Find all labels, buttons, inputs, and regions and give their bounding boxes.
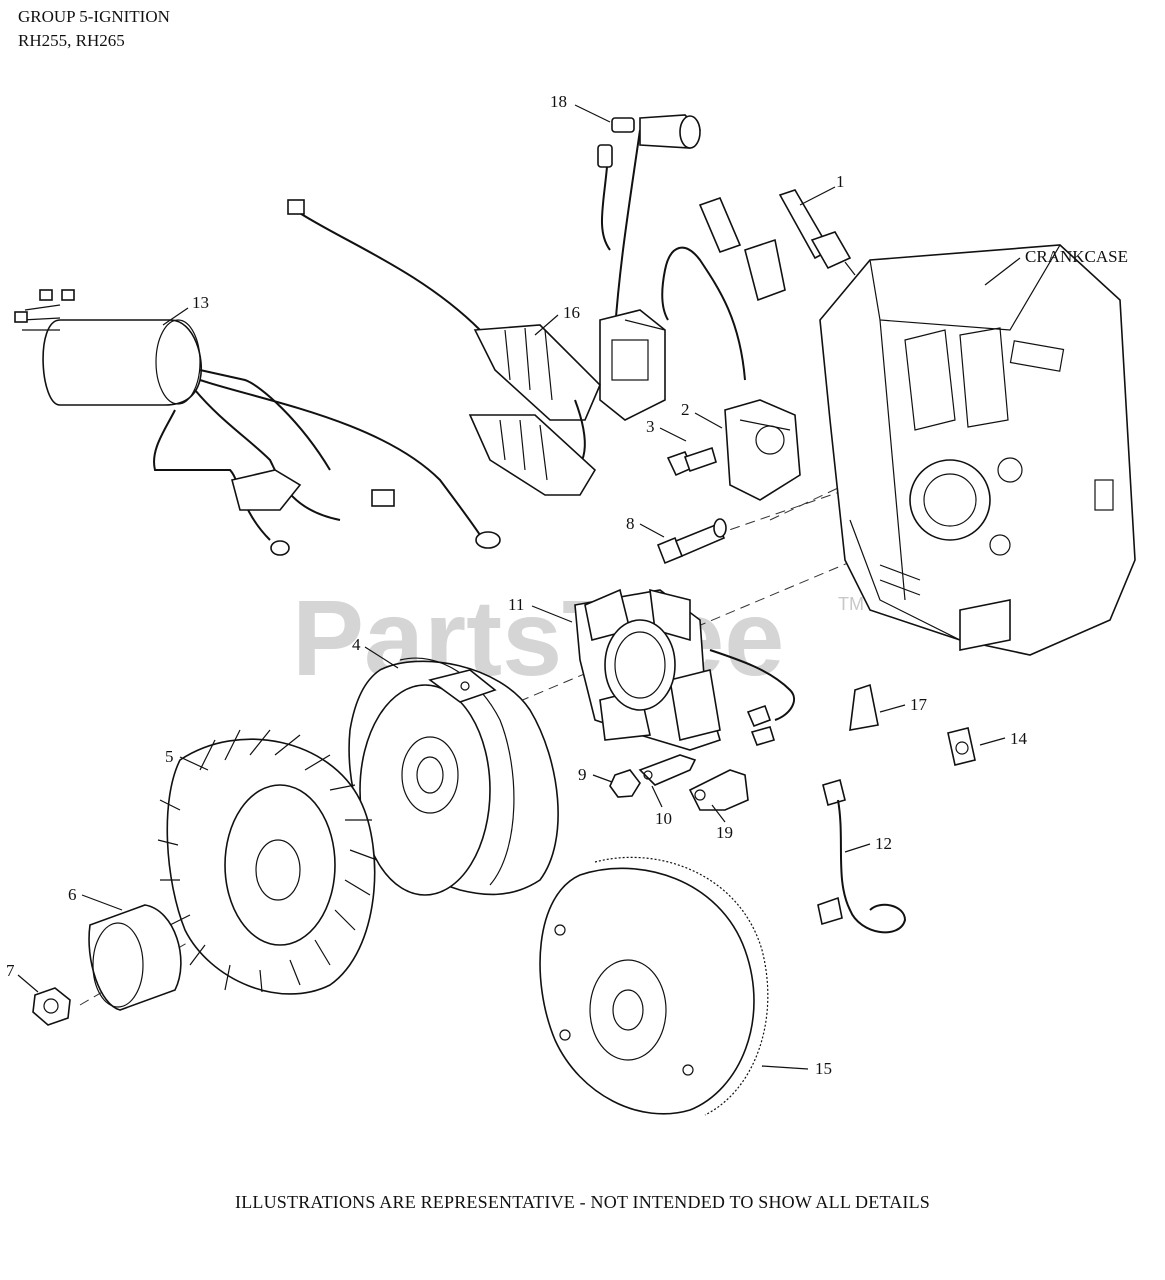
callout-7: 7 xyxy=(6,961,15,980)
callout-15: 15 xyxy=(815,1059,832,1078)
bolt-8-part xyxy=(656,518,727,565)
callout-9: 9 xyxy=(578,765,587,784)
callout-5: 5 xyxy=(165,747,174,766)
callout-1: 1 xyxy=(836,172,845,191)
callout-8: 8 xyxy=(626,514,635,533)
nut-9-part xyxy=(609,769,641,798)
callout-18: 18 xyxy=(550,92,567,111)
bolt-3-part xyxy=(666,446,717,477)
callout-13: 13 xyxy=(192,293,209,312)
callout-4: 4 xyxy=(352,635,361,654)
callout-3: 3 xyxy=(646,417,655,436)
spark-plug-part xyxy=(778,189,856,276)
callout-14: 14 xyxy=(1010,729,1028,748)
crankcase-part xyxy=(819,244,1136,656)
clip-14-part xyxy=(947,727,976,766)
bracket-10-part xyxy=(638,754,697,786)
callout-16: 16 xyxy=(563,303,580,322)
alignment-line xyxy=(699,484,861,541)
bracket-19-part xyxy=(688,769,749,811)
harness-12-part xyxy=(817,778,907,934)
charging-coils-16-part xyxy=(287,199,601,496)
callout-2: 2 xyxy=(681,400,690,419)
alignment-line xyxy=(474,519,951,721)
nut-7-part xyxy=(32,987,71,1026)
model-numbers: RH255, RH265 xyxy=(18,31,125,50)
ignition-coil-2-part xyxy=(661,196,801,501)
clip-17-part xyxy=(849,683,879,731)
diagram-title: GROUP 5-IGNITION xyxy=(18,7,170,26)
ignition-coil-18-part xyxy=(597,114,701,421)
cup-6-part xyxy=(88,904,182,1011)
callout-17: 17 xyxy=(910,695,928,714)
fan-5-part xyxy=(157,729,378,995)
callout-10: 10 xyxy=(655,809,672,828)
callout-6: 6 xyxy=(68,885,77,904)
rectifier-harness-13-part xyxy=(14,289,501,556)
callout-11: 11 xyxy=(508,595,524,614)
flywheel-4-part xyxy=(348,657,559,896)
callout-crankcase: CRANKCASE xyxy=(1025,247,1128,266)
callout-19: 19 xyxy=(716,823,733,842)
disclaimer-footer: ILLUSTRATIONS ARE REPRESENTATIVE - NOT I… xyxy=(235,1192,930,1212)
watermark-trademark: TM xyxy=(838,594,864,614)
callout-12: 12 xyxy=(875,834,892,853)
flywheel-15-part xyxy=(539,856,769,1116)
stator-11-part xyxy=(574,588,795,751)
